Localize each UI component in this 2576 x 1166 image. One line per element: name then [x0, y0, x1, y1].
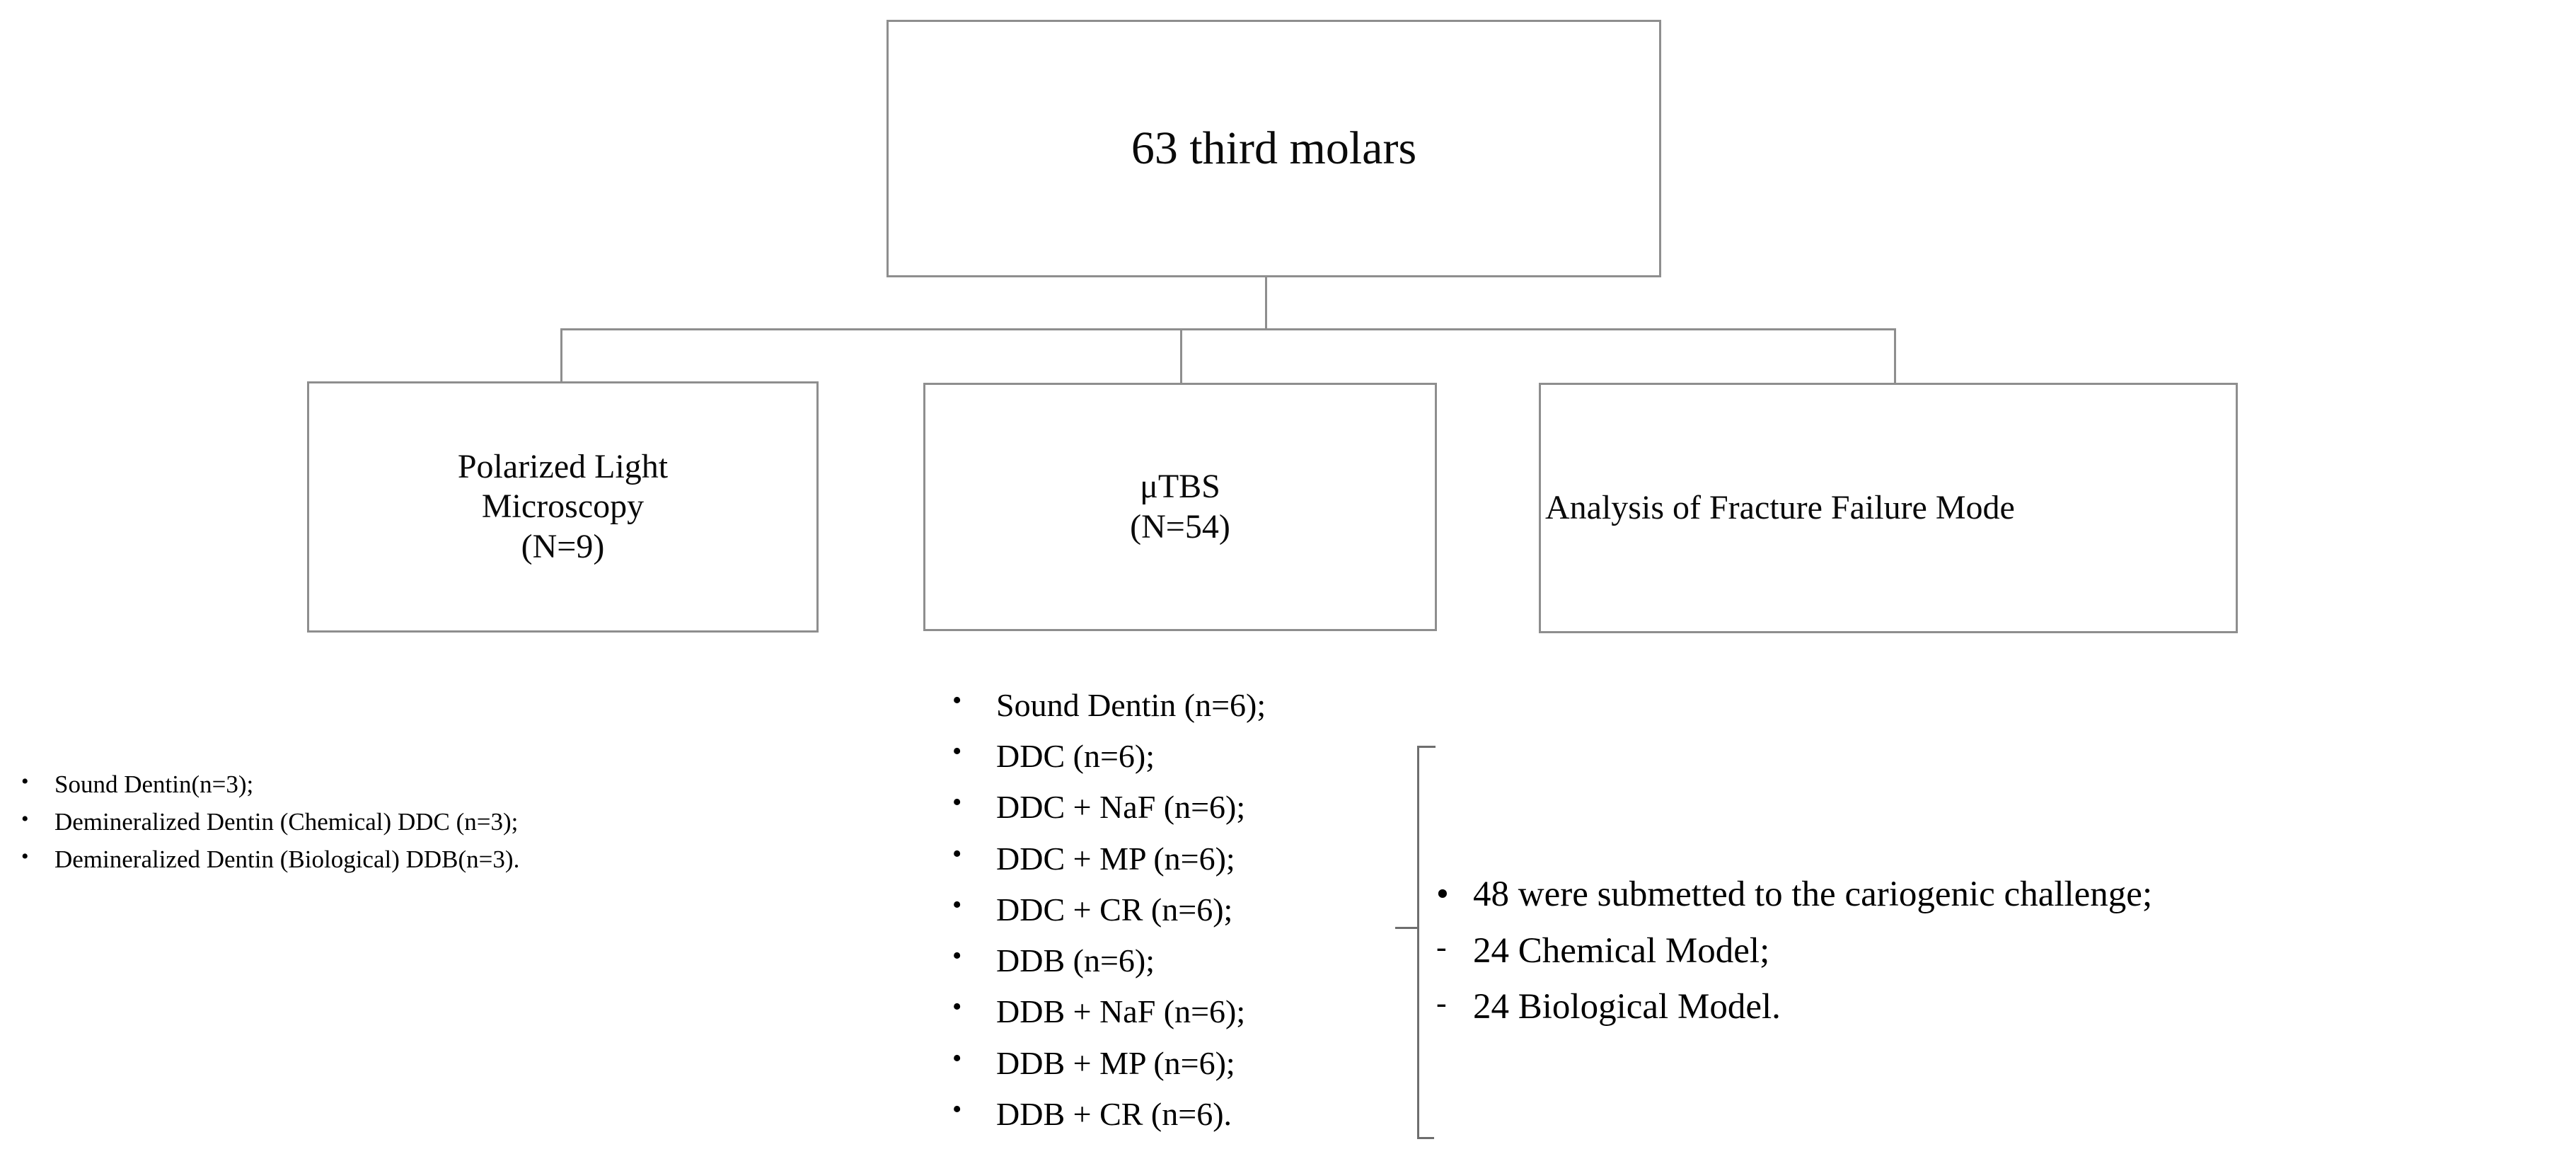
- bullet-icon: •: [952, 992, 962, 1022]
- utbs-group-label: DDC + CR (n=6);: [996, 891, 1233, 928]
- list-item: • DDC + NaF (n=6);: [952, 782, 1266, 833]
- bullet-icon: •: [952, 889, 962, 920]
- plm-group-list: • Sound Dentin(n=3); • Demineralized Den…: [21, 766, 519, 879]
- cariogenic-challenge-summary: • 48 were submetted to the cariogenic ch…: [1436, 867, 2152, 1036]
- summary-label: 48 were submetted to the cariogenic chal…: [1473, 874, 2153, 914]
- bullet-icon: •: [21, 845, 29, 869]
- list-item: • Demineralized Dentin (Biological) DDB(…: [21, 841, 519, 878]
- bullet-icon: •: [952, 1094, 962, 1124]
- node-utbs-label: μTBS (N=54): [1130, 467, 1230, 546]
- utbs-group-label: DDB + NaF (n=6);: [996, 993, 1246, 1030]
- utbs-group-label: DDB (n=6);: [996, 942, 1155, 979]
- connector-drop-middle: [1180, 328, 1182, 384]
- utbs-group-label: DDC + MP (n=6);: [996, 840, 1235, 877]
- bullet-icon: •: [21, 807, 29, 831]
- summary-label: 24 Chemical Model;: [1473, 930, 1770, 971]
- connector-drop-left: [560, 328, 562, 383]
- node-root-63-third-molars: 63 third molars: [886, 20, 1661, 277]
- bullet-icon: •: [952, 838, 962, 869]
- bullet-icon: •: [952, 686, 962, 715]
- plm-group-label: Demineralized Dentin (Chemical) DDC (n=3…: [54, 808, 519, 836]
- node-polarized-light-microscopy: Polarized Light Microscopy (N=9): [307, 381, 819, 633]
- utbs-group-list: • Sound Dentin (n=6); • DDC (n=6); • DDC…: [952, 680, 1266, 1140]
- utbs-group-label: Sound Dentin (n=6);: [996, 687, 1266, 723]
- summary-label: 24 Biological Model.: [1473, 987, 1781, 1027]
- list-item: - 24 Chemical Model;: [1436, 923, 2152, 980]
- group-brace-tick-middle: [1395, 927, 1419, 929]
- utbs-group-label: DDC + NaF (n=6);: [996, 789, 1246, 826]
- list-item: • DDB + CR (n=6).: [952, 1089, 1266, 1140]
- node-analysis-of-fracture-failure-mode-label: Analysis of Fracture Failure Mode: [1545, 488, 2015, 526]
- group-brace-tick-bottom: [1417, 1137, 1434, 1139]
- utbs-group-label: DDB + CR (n=6).: [996, 1095, 1232, 1132]
- list-item: • DDC + CR (n=6);: [952, 884, 1266, 935]
- list-item: • 48 were submetted to the cariogenic ch…: [1436, 867, 2152, 923]
- list-item: - 24 Biological Model.: [1436, 979, 2152, 1036]
- list-item: • DDC + MP (n=6);: [952, 833, 1266, 884]
- node-utbs: μTBS (N=54): [923, 383, 1437, 631]
- connector-root-stem: [1265, 277, 1267, 330]
- connector-drop-right: [1894, 328, 1896, 383]
- plm-group-label: Sound Dentin(n=3);: [54, 770, 254, 798]
- plm-group-label: Demineralized Dentin (Biological) DDB(n=…: [54, 845, 520, 874]
- group-brace: [1417, 746, 1419, 1139]
- list-item: • DDB + NaF (n=6);: [952, 986, 1266, 1037]
- connector-split-bar: [560, 328, 1896, 330]
- utbs-group-label: DDB + MP (n=6);: [996, 1044, 1235, 1081]
- bullet-icon: •: [952, 787, 962, 818]
- bullet-icon: •: [21, 770, 29, 793]
- list-item: • DDC (n=6);: [952, 731, 1266, 782]
- node-polarized-light-microscopy-label: Polarized Light Microscopy (N=9): [457, 447, 669, 565]
- list-item: • Demineralized Dentin (Chemical) DDC (n…: [21, 803, 519, 841]
- dash-icon: -: [1436, 986, 1447, 1021]
- bullet-icon: •: [1436, 874, 1449, 914]
- list-item: • DDB (n=6);: [952, 935, 1266, 986]
- node-root-label: 63 third molars: [1131, 122, 1417, 175]
- list-item: • DDB + MP (n=6);: [952, 1038, 1266, 1089]
- list-item: • Sound Dentin(n=3);: [21, 766, 519, 803]
- utbs-group-label: DDC (n=6);: [996, 738, 1155, 775]
- bullet-icon: •: [952, 941, 962, 971]
- group-brace-tick-top: [1417, 746, 1436, 748]
- bullet-icon: •: [952, 1043, 962, 1073]
- dash-icon: -: [1436, 929, 1447, 964]
- node-analysis-of-fracture-failure-mode: Analysis of Fracture Failure Mode: [1539, 383, 2238, 633]
- list-item: • Sound Dentin (n=6);: [952, 680, 1266, 731]
- bullet-icon: •: [952, 737, 962, 767]
